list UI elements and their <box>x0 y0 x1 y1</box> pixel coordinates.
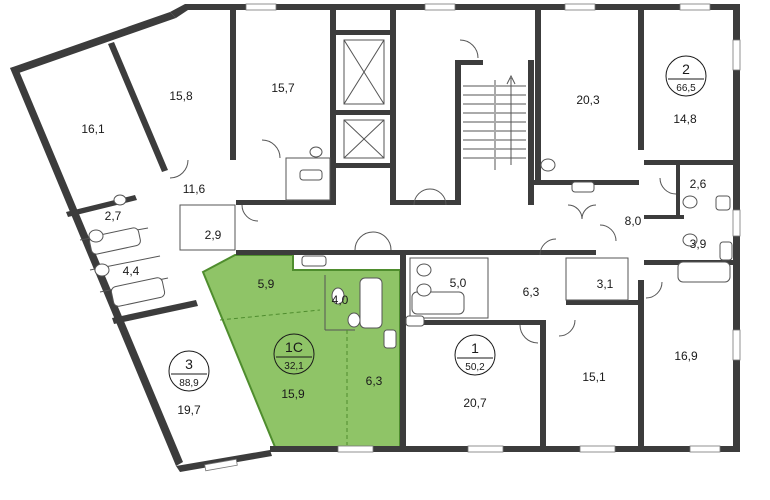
room-area-label: 3,9 <box>690 237 707 251</box>
stair-icon <box>463 74 526 170</box>
room-area-label: 4,4 <box>123 264 140 278</box>
apartment-total-area: 32,1 <box>284 361 304 372</box>
apartment-total-area: 66,5 <box>676 83 696 94</box>
room-area-label: 20,7 <box>463 396 487 410</box>
room-area-label: 2,9 <box>205 228 222 242</box>
door-swing-icon <box>169 39 677 344</box>
bathtub-icon <box>89 227 731 329</box>
toilet-icon <box>88 146 698 328</box>
apartment-badge-1c[interactable]: 1С 32,1 <box>273 333 315 375</box>
apartment-id: 2 <box>682 61 690 77</box>
sink-icon <box>299 169 733 349</box>
room-area-label: 15,7 <box>271 81 295 95</box>
room-area-label: 15,1 <box>582 370 606 384</box>
room-area-label: 14,8 <box>673 112 697 126</box>
apartment-badge-3[interactable]: 3 88,9 <box>168 350 210 392</box>
room-area-label: 2,6 <box>690 177 707 191</box>
room-area-label: 11,6 <box>183 182 206 196</box>
apartment-id: 1 <box>471 340 479 356</box>
room-area-label: 15,8 <box>169 89 193 103</box>
room-area-label: 16,1 <box>81 122 105 136</box>
room-area-label: 16,9 <box>674 349 698 363</box>
elevator-icon <box>343 39 385 159</box>
room-area-labels: 16,1 15,8 15,7 11,6 2,7 2,9 4,4 19,7 5,9… <box>81 81 706 417</box>
room-area-label: 3,1 <box>597 277 614 291</box>
room-area-label: 15,9 <box>281 387 305 401</box>
apartment-badge-1[interactable]: 1 50,2 <box>454 334 496 376</box>
room-area-label: 5,0 <box>450 276 467 290</box>
room-area-label: 2,7 <box>105 209 122 223</box>
apartment-total-area: 88,9 <box>179 378 199 389</box>
room-area-label: 20,3 <box>576 93 600 107</box>
room-area-label: 4,0 <box>332 293 349 307</box>
apartment-id: 3 <box>185 356 193 372</box>
room-area-label: 6,3 <box>523 285 540 299</box>
room-area-label: 6,3 <box>366 374 383 388</box>
apartment-badge-2[interactable]: 2 66,5 <box>665 55 707 97</box>
apartment-total-area: 50,2 <box>465 362 485 373</box>
room-area-label: 19,7 <box>177 403 201 417</box>
room-area-label: 8,0 <box>625 214 642 228</box>
apartment-id: 1С <box>285 339 303 355</box>
room-area-label: 5,9 <box>258 277 275 291</box>
interior-walls <box>66 10 733 447</box>
